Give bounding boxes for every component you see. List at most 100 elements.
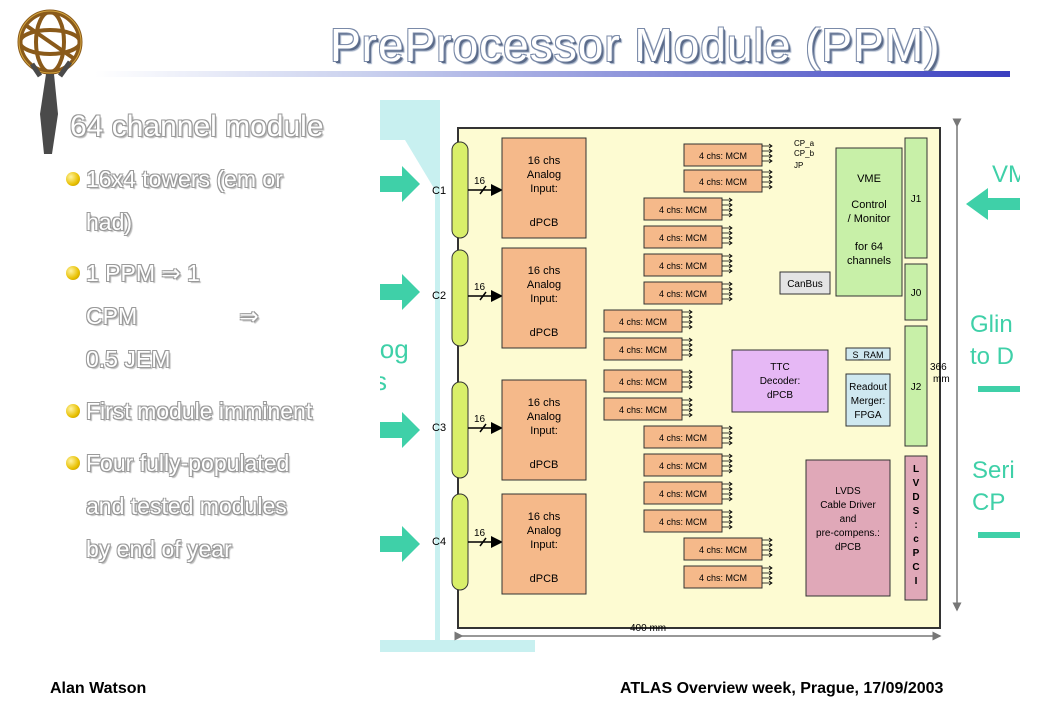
- mcm-output-arrow: [682, 352, 693, 358]
- mcm-output-arrow: [682, 347, 693, 353]
- lvds-letter: C: [912, 562, 919, 573]
- mcm-output-arrow: [682, 342, 693, 348]
- mcm-output-arrow: [722, 268, 733, 274]
- mcm-block: [603, 309, 683, 333]
- bullet-icon: [66, 456, 80, 470]
- svg-text:16 chs: 16 chs: [528, 265, 561, 277]
- mcm-output-arrow: [722, 212, 733, 218]
- mcm-output-arrow: [722, 225, 733, 231]
- mcm-block: [603, 397, 683, 421]
- mcm-output-arrow: [722, 486, 733, 492]
- mcm-label: 4 chs: MCM: [699, 151, 747, 161]
- mcm-output-arrow: [722, 207, 733, 213]
- mcm-output-arrow: [762, 148, 773, 154]
- mcm-label: 4 chs: MCM: [619, 405, 667, 415]
- mcm-block: [643, 481, 723, 505]
- backplane-j0: [904, 263, 928, 321]
- bus-width-label: 16: [474, 176, 486, 187]
- bullet-icon: [66, 172, 80, 186]
- lvds-letter: c: [913, 534, 919, 545]
- mcm-output-arrow: [762, 565, 773, 571]
- bullet-item: 1 PPM ⇒ 1 CPM ⇒ 0.5 JEM: [66, 252, 366, 381]
- bullet-icon: [66, 266, 80, 280]
- lvds-letter: P: [913, 548, 920, 559]
- svg-text:channels: channels: [847, 255, 892, 267]
- backplane-lvds-cpci: [904, 455, 928, 601]
- side-label-left: s: [380, 366, 387, 396]
- svg-text:16 chs: 16 chs: [528, 155, 561, 167]
- mcm-output-arrow: [762, 570, 773, 576]
- svg-text:J2: J2: [911, 382, 922, 393]
- mcm-block: [643, 509, 723, 533]
- svg-text:J1: J1: [911, 194, 922, 205]
- svg-text:Analog: Analog: [527, 411, 561, 423]
- mcm-label: 4 chs: MCM: [659, 205, 707, 215]
- mcm-output-arrow: [722, 281, 733, 287]
- mcm-output-arrow: [722, 514, 733, 520]
- side-label-left: log: [380, 334, 409, 364]
- mcm-output-arrow: [722, 440, 733, 446]
- title-underline: [95, 71, 1010, 77]
- mcm-label: 4 chs: MCM: [659, 261, 707, 271]
- mcm-output-arrow: [682, 369, 693, 375]
- svg-text:dPCB: dPCB: [767, 390, 793, 401]
- mcm-output-arrow: [722, 519, 733, 525]
- bullet-item: Four fully-populated and tested modules …: [66, 442, 366, 571]
- mcm-output-arrow: [722, 291, 733, 297]
- svg-text:Analog: Analog: [527, 525, 561, 537]
- connector-label: C1: [432, 185, 446, 197]
- mcm-output-arrow: [722, 453, 733, 459]
- mcm-output-arrow: [762, 552, 773, 558]
- svg-text:dPCB: dPCB: [530, 327, 559, 339]
- svg-text:Input:: Input:: [530, 293, 558, 305]
- svg-text:CP: CP: [972, 489, 1005, 516]
- svg-text:Glin: Glin: [970, 311, 1013, 338]
- mcm-output-arrow: [762, 174, 773, 180]
- mcm-output-arrow: [762, 537, 773, 543]
- mcm-output-arrow: [762, 143, 773, 149]
- lvds-letter: D: [912, 492, 919, 503]
- mcm-label: 4 chs: MCM: [699, 573, 747, 583]
- mcm-output-arrow: [722, 435, 733, 441]
- canbus-block: [779, 271, 831, 295]
- mcm-output-arrow: [722, 240, 733, 246]
- svg-text:dPCB: dPCB: [530, 217, 559, 229]
- input-connectors: [451, 141, 469, 591]
- mcm-block: [643, 197, 723, 221]
- mcm-output-arrow: [762, 547, 773, 553]
- lvds-driver-block: [805, 459, 891, 597]
- mcm-output-arrow: [722, 258, 733, 264]
- mcm-label: 4 chs: MCM: [659, 489, 707, 499]
- mcm-label: 4 chs: MCM: [659, 433, 707, 443]
- mcm-label: 4 chs: MCM: [699, 177, 747, 187]
- svg-text:Input:: Input:: [530, 425, 558, 437]
- heading: 64 channel module: [70, 110, 324, 143]
- mcm-output-arrow: [762, 158, 773, 164]
- svg-text:pre-compens.:: pre-compens.:: [816, 528, 880, 539]
- mcm-output-arrow: [722, 263, 733, 269]
- mcm-output-arrow: [682, 407, 693, 413]
- page-title: PreProcessor Module (PPM): [330, 19, 941, 71]
- svg-text:to D: to D: [970, 343, 1014, 370]
- svg-text:CanBus: CanBus: [787, 279, 823, 290]
- lvds-letter: L: [913, 464, 919, 475]
- sram-block: [845, 347, 891, 361]
- mcm-blocks: 4 chs: MCM 4 chs: MCM 4 chs: MCM 4 chs: MCM…: [603, 143, 773, 589]
- svg-text:VM: VM: [992, 161, 1020, 188]
- svg-text:dPCB: dPCB: [835, 542, 861, 553]
- connector-label: C2: [432, 290, 446, 302]
- mcm-output-arrow: [762, 580, 773, 586]
- mcm-output-arrow: [722, 235, 733, 241]
- bullet-item: 16x4 towers (em or had): [66, 158, 366, 244]
- mcm-output-arrow: [762, 184, 773, 190]
- svg-text:CP_b: CP_b: [794, 149, 815, 158]
- mcm-output-arrow: [762, 575, 773, 581]
- mcm-block: [643, 281, 723, 305]
- mcm-output-arrow: [682, 384, 693, 390]
- mcm-output-arrow: [762, 542, 773, 548]
- svg-text:dPCB: dPCB: [530, 459, 559, 471]
- svg-text:Merger:: Merger:: [851, 396, 885, 407]
- mcm-output-arrow: [722, 197, 733, 203]
- mcm-output-arrow: [682, 397, 693, 403]
- mcm-label: 4 chs: MCM: [699, 545, 747, 555]
